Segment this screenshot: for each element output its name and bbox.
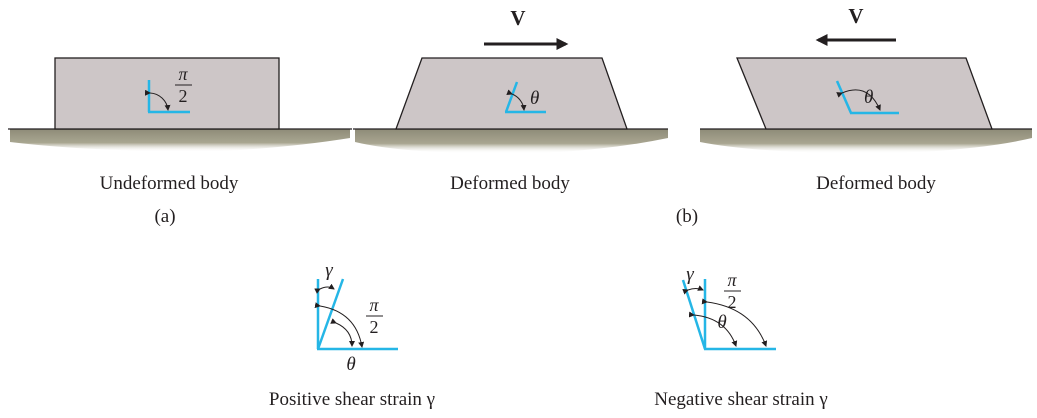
theta-arc-positive bbox=[330, 318, 355, 347]
caption-deformed-left: Deformed body bbox=[816, 173, 936, 194]
gamma-arc-positive bbox=[314, 283, 335, 294]
sheared-element-obtuse bbox=[835, 80, 899, 115]
caption-positive-strain: Positive shear strain γ bbox=[269, 389, 435, 410]
theta-label-right: θ bbox=[530, 88, 539, 109]
sheared-leg-positive bbox=[316, 278, 345, 350]
caption-negative-strain: Negative shear strain γ bbox=[654, 389, 828, 410]
half-pi-denominator: 2 bbox=[179, 86, 188, 106]
half-pi-den-negative: 2 bbox=[728, 292, 737, 312]
half-pi-num-negative: π bbox=[727, 270, 737, 290]
panel-undeformed: π 2 Undeformed body (a) bbox=[8, 57, 352, 227]
undeformed-block bbox=[54, 57, 280, 130]
theta-label-left: θ bbox=[864, 87, 873, 108]
gamma-arc-negative bbox=[682, 285, 704, 295]
half-pi-numerator: π bbox=[178, 64, 188, 84]
half-pi-num-positive: π bbox=[369, 295, 379, 315]
positive-strain-detail: γ π 2 θ Positive shear strain γ bbox=[269, 260, 435, 410]
theta-label-positive: θ bbox=[346, 354, 355, 375]
panel-deformed-left: V θ Deformed body bbox=[700, 4, 1032, 194]
caption-undeformed: Undeformed body bbox=[100, 173, 239, 194]
ground-right bbox=[700, 129, 1032, 154]
negative-strain-detail: γ π 2 θ Negative shear strain γ bbox=[654, 264, 828, 410]
gamma-label-negative: γ bbox=[686, 264, 694, 285]
label-a: (a) bbox=[154, 206, 175, 227]
ground-left bbox=[10, 129, 350, 152]
right-angle-element bbox=[144, 80, 190, 114]
half-pi-arc-negative bbox=[701, 298, 768, 347]
theta-label-negative: θ bbox=[717, 312, 726, 333]
gamma-label-positive: γ bbox=[325, 260, 333, 281]
sheared-element-acute bbox=[504, 81, 546, 114]
ground-middle bbox=[355, 129, 668, 154]
half-pi-den-positive: 2 bbox=[370, 317, 379, 337]
sheared-leg-negative bbox=[681, 279, 707, 350]
force-label-left: V bbox=[848, 4, 863, 28]
force-label-right: V bbox=[510, 6, 525, 30]
theta-arc-negative bbox=[688, 311, 738, 347]
panel-deformed-right: V θ Deformed body (b) bbox=[353, 6, 698, 227]
label-b: (b) bbox=[676, 206, 698, 227]
caption-deformed-right: Deformed body bbox=[450, 173, 570, 194]
